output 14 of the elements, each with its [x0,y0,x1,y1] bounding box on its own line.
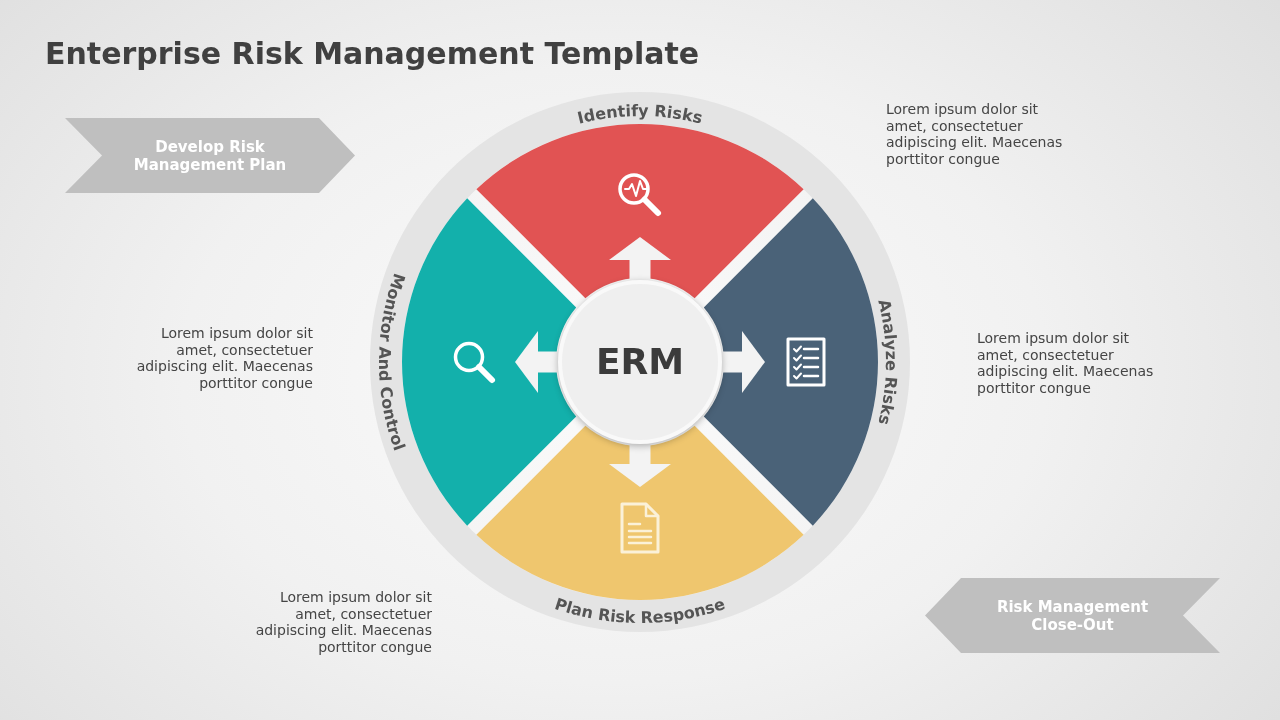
block-arrow [609,237,671,280]
description-text: Lorem ipsum dolor sit amet, consectetuer adipiscing elit. Maecenas porttitor congue [977,330,1155,397]
slide-title: Enterprise Risk Management Template [45,36,700,72]
description-text: Lorem ipsum dolor sit amet, consectetuer adipiscing elit. Maecenas porttitor congue [886,101,1064,168]
description-text: Lorem ipsum dolor sit amet, consectetuer adipiscing elit. Maecenas porttitor congue [135,325,313,392]
chevron-label: Risk Management Close-Out [995,597,1150,634]
description-text: Lorem ipsum dolor sit amet, consectetuer adipiscing elit. Maecenas porttitor congue [254,589,432,656]
block-arrow [609,444,671,487]
center-label: ERM [595,342,685,382]
chevron-label: Develop Risk Management Plan [132,137,288,174]
block-arrow [722,331,765,393]
segment-title: Plan Risk Response [552,594,728,628]
block-arrow [515,331,558,393]
segment-title: Identify Risks [575,100,705,128]
